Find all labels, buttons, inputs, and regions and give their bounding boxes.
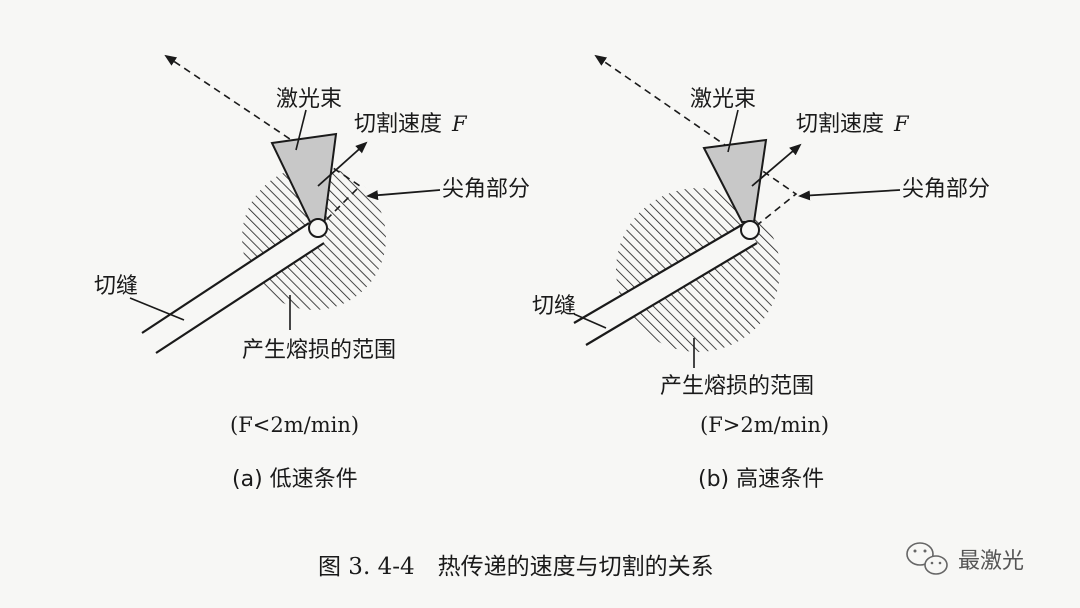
melt-label-b: 产生熔损的范围 xyxy=(660,374,814,399)
kerf-label-b: 切缝 xyxy=(532,294,576,319)
condition-text-a: (F<2m/min) xyxy=(230,413,359,437)
melt-label-a: 产生熔损的范围 xyxy=(242,338,396,363)
laser-label-a: 激光束 xyxy=(276,87,342,112)
laser-leader-a xyxy=(295,109,307,151)
figure-caption: 图 3. 4-4 热传递的速度与切割的关系 xyxy=(318,554,714,580)
watermark: 最激光 xyxy=(906,542,1024,575)
sub-caption-a: (a) 低速条件 xyxy=(232,467,358,492)
kerf-leader-b xyxy=(573,313,607,329)
kerf-leader-a xyxy=(129,297,185,321)
panel-b: 激光束 切割速度 F 尖角部分 切缝 产生熔损的范围 (F>2m/min) (b… xyxy=(532,54,990,492)
corner-arrow-a xyxy=(366,189,441,201)
sub-caption-b: (b) 高速条件 xyxy=(698,467,824,492)
watermark-text: 最激光 xyxy=(958,549,1024,574)
laser-label-b: 激光束 xyxy=(690,87,756,112)
speed-arrow-b xyxy=(751,143,802,187)
laser-spot-a xyxy=(308,218,328,238)
kerf-label-a: 切缝 xyxy=(94,274,138,299)
wechat-icon xyxy=(906,542,948,575)
laser-leader-b xyxy=(727,109,739,153)
speed-label-b: 切割速度 xyxy=(796,112,884,137)
speed-label-a: 切割速度 xyxy=(354,112,442,137)
condition-text-b: (F>2m/min) xyxy=(700,413,829,437)
laser-spot-b xyxy=(740,220,760,240)
speed-symbol-b: F xyxy=(893,112,910,136)
corner-arrow-b xyxy=(798,189,901,201)
panel-a: 激光束 切割速度 F 尖角部分 切缝 产生熔损的范围 (F<2m/min) (a… xyxy=(94,54,530,492)
kerf-b xyxy=(573,222,758,346)
speed-arrow-a xyxy=(317,141,368,187)
corner-label-a: 尖角部分 xyxy=(442,177,530,202)
corner-label-b: 尖角部分 xyxy=(902,177,990,202)
speed-symbol-a: F xyxy=(451,112,468,136)
dashed-trajectory-b xyxy=(594,54,798,227)
